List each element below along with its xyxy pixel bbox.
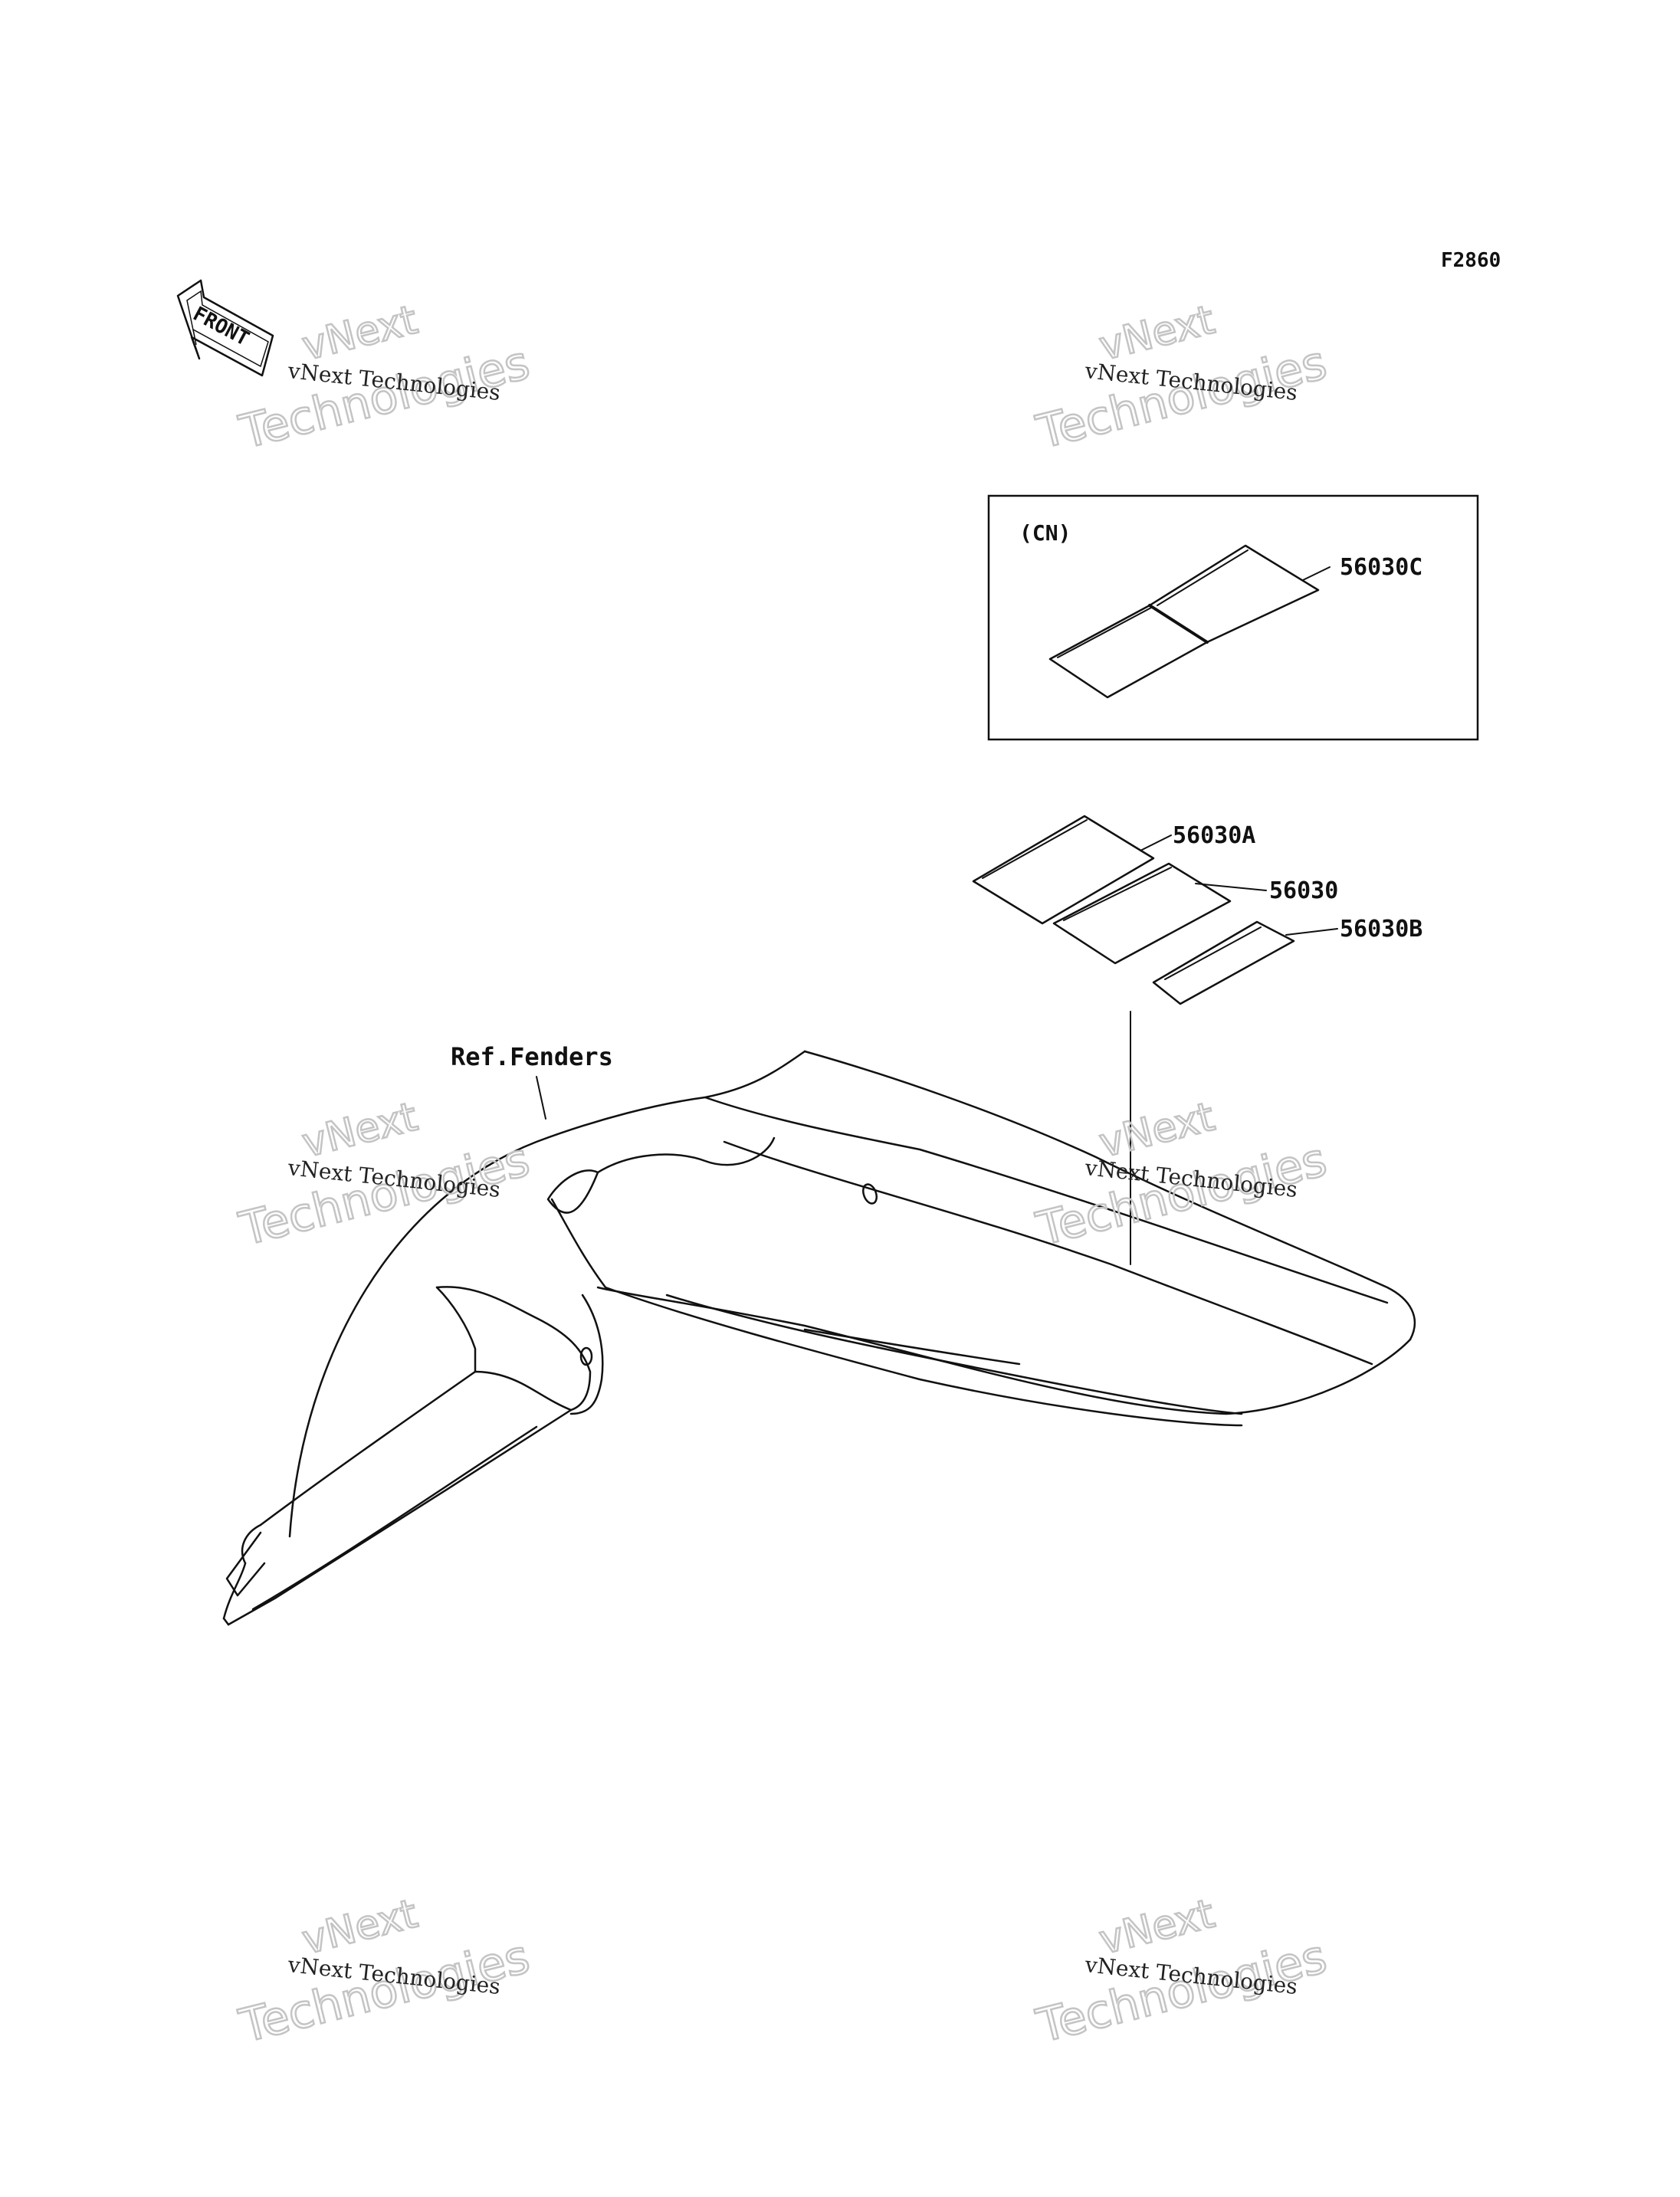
svg-text:vNext: vNext	[1095, 297, 1219, 370]
reference-label: Ref.Fenders	[451, 1042, 613, 1071]
svg-text:vNext: vNext	[1095, 1891, 1219, 1964]
watermark-bottom-left: vNext Technologies vNext Technologies	[233, 1890, 535, 2054]
inset-frame	[987, 494, 1479, 741]
leader-56030	[1195, 883, 1267, 891]
inset-label: (CN)	[1019, 520, 1071, 546]
watermark-bottom-right: vNext Technologies vNext Technologies	[1030, 1890, 1332, 2054]
decal-56030b	[1152, 920, 1295, 1005]
decal-56030c	[1048, 544, 1320, 699]
part-number-56030c: 56030C	[1340, 554, 1422, 581]
leader-56030c	[1302, 566, 1331, 581]
svg-text:vNext: vNext	[1095, 1094, 1219, 1167]
inset-cn: (CN) 56030C	[987, 494, 1479, 741]
watermark-top-left: vNext Technologies vNext Technologies	[233, 296, 535, 461]
leader-56030a	[1140, 835, 1172, 851]
watermark-mid-right: vNext Technologies vNext Technologies	[1030, 1093, 1332, 1258]
part-number-56030: 56030	[1269, 877, 1338, 904]
part-number-56030a: 56030A	[1173, 822, 1255, 849]
svg-text:vNext: vNext	[298, 1891, 422, 1964]
svg-text:vNext: vNext	[298, 1094, 422, 1167]
diagram-code: F2860	[1441, 249, 1501, 272]
svg-text:vNext: vNext	[298, 297, 422, 370]
front-arrow-icon: FRONT	[176, 279, 274, 377]
leader-56030b	[1285, 928, 1338, 936]
part-number-56030b: 56030B	[1340, 916, 1422, 943]
rear-fender-drawing	[222, 1050, 1416, 1626]
decal-56030a	[972, 815, 1155, 925]
watermark-top-right: vNext Technologies vNext Technologies	[1030, 296, 1332, 461]
watermark-mid-left: vNext Technologies vNext Technologies	[233, 1093, 535, 1258]
decal-56030	[1052, 862, 1232, 965]
leader-ref-fenders	[536, 1076, 546, 1120]
